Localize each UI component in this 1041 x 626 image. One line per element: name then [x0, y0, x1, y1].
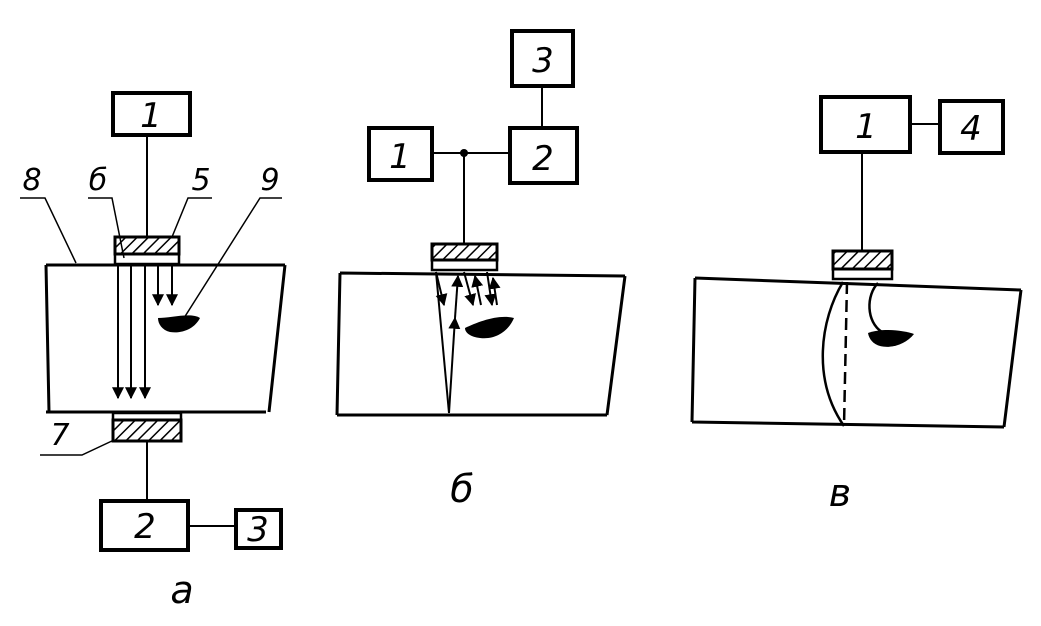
transducer-v	[831, 249, 894, 271]
wave-dashed-v	[842, 281, 849, 427]
blocked-beams-a	[152, 266, 178, 307]
block-1-a	[111, 91, 192, 137]
block-2-b	[508, 126, 579, 185]
workpiece-plate-b	[335, 271, 627, 417]
protector-layer-b	[430, 258, 499, 272]
leader-8	[20, 197, 77, 264]
callout-7: 7	[50, 418, 69, 453]
callout-9: 9	[260, 163, 279, 198]
panel-a: 1 2 3 8 б 5	[20, 91, 287, 612]
workpiece-plate-a	[44, 263, 287, 414]
callout-8: 8	[22, 163, 41, 198]
flaw-b	[465, 316, 514, 339]
protector-layer-v	[831, 267, 894, 281]
wave-front-v	[821, 281, 846, 427]
flaw-a	[158, 315, 200, 333]
echo-beams-b	[435, 271, 501, 414]
leader-7	[40, 439, 115, 456]
block-4-v	[938, 99, 1005, 155]
block-2-a-label: 2	[134, 507, 156, 547]
protector-layer-a	[113, 252, 181, 266]
leader-9	[183, 197, 282, 319]
through-beams-a	[112, 266, 151, 400]
wave-flaw-v	[868, 282, 883, 334]
emitting-transducer-a	[113, 235, 181, 256]
panel-v: 1 4 в	[690, 95, 1023, 515]
block-4-v-label: 4	[960, 109, 982, 149]
caption-v: в	[829, 471, 851, 515]
flaw-v	[868, 330, 914, 347]
block-3-a-label: 3	[247, 510, 269, 550]
block-2-b-label: 2	[532, 139, 554, 179]
block-3-a	[234, 508, 283, 550]
caption-a: а	[170, 568, 193, 612]
leader-b	[88, 197, 125, 259]
block-1-b-label: 1	[389, 137, 411, 177]
workpiece-plate-v	[690, 276, 1023, 429]
block-3-b-label: 3	[532, 41, 554, 81]
callout-b: б	[89, 163, 108, 198]
block-1-a-label: 1	[140, 96, 162, 136]
leader-5	[171, 197, 212, 238]
receiving-transducer-a	[111, 418, 183, 443]
block-1-v-label: 1	[855, 107, 877, 147]
callout-5: 5	[191, 163, 210, 198]
caption-b: б	[450, 467, 473, 511]
transducer-b	[430, 242, 499, 262]
panel-b: 3 2 1 б	[335, 29, 627, 511]
